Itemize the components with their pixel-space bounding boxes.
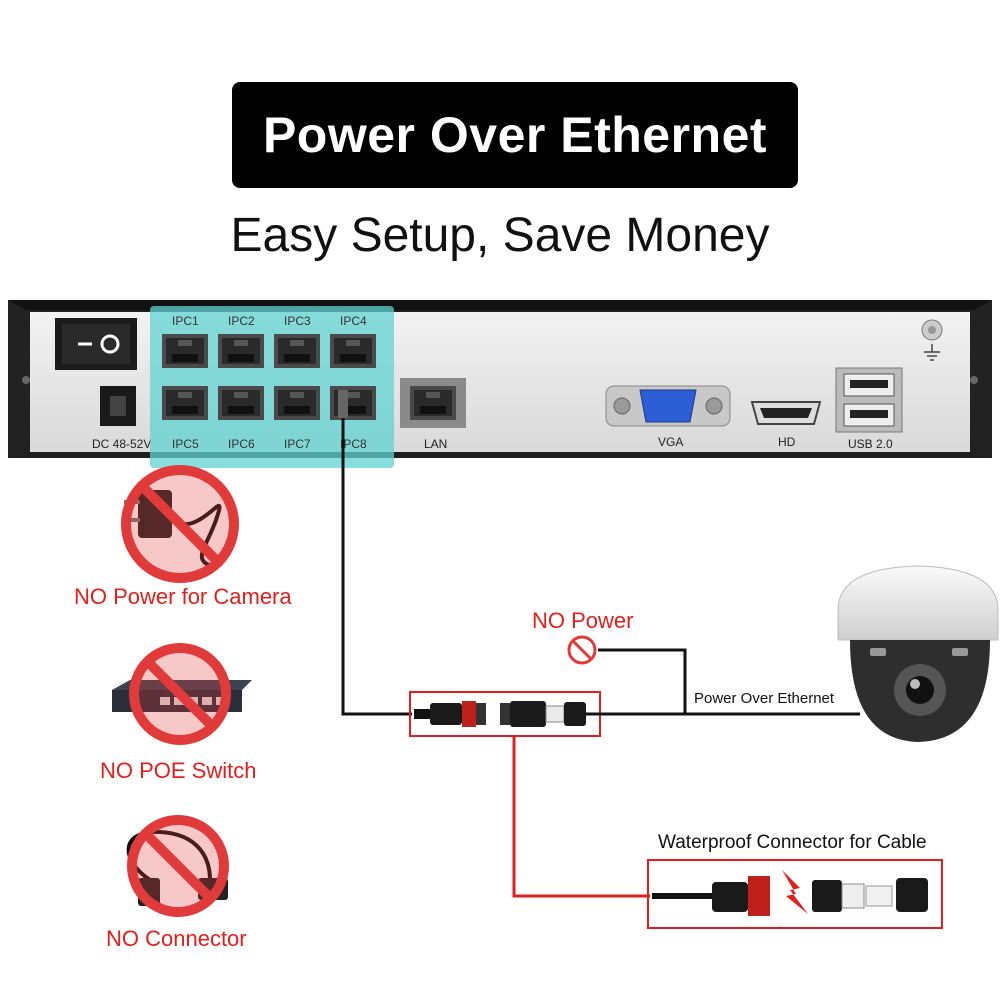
no-power-label: NO Power [532, 608, 633, 633]
page-title: Power Over Ethernet [262, 107, 768, 163]
vga-label: VGA [658, 435, 683, 449]
page-subtitle: Easy Setup, Save Money [230, 209, 770, 262]
title-banner: Power Over Ethernet [232, 82, 798, 188]
ground-screw-icon [921, 319, 943, 361]
no-connector-label: NO Connector [106, 926, 247, 951]
waterproof-highlight-box [647, 859, 943, 929]
poe-port-1[interactable] [162, 334, 208, 368]
port-label-ipc7: IPC7 [284, 437, 311, 451]
ethernet-cable [338, 390, 412, 716]
poe-port-5[interactable] [162, 386, 208, 420]
vga-port[interactable] [605, 385, 731, 427]
poe-port-8[interactable] [330, 386, 376, 420]
waterproof-connector-label: Waterproof Connector for Cable [658, 832, 927, 853]
no-poe-switch-icon [112, 643, 252, 745]
power-switch[interactable] [55, 318, 137, 370]
rj45-connector-pair-icon [414, 701, 600, 727]
dc-power-jack[interactable] [100, 386, 136, 426]
poe-port-6[interactable] [218, 386, 264, 420]
waterproof-connector-icon [652, 870, 928, 916]
port-label-ipc5: IPC5 [172, 437, 199, 451]
port-label-ipc3: IPC3 [284, 314, 311, 328]
lan-port[interactable] [400, 378, 466, 428]
camera-cable [598, 648, 687, 716]
dc-power-label: DC 48-52V [92, 437, 151, 451]
screw-icon [970, 376, 978, 384]
no-connector-icon [126, 815, 229, 917]
poe-port-4[interactable] [330, 334, 376, 368]
lan-label: LAN [424, 437, 447, 451]
callout-line [512, 736, 650, 898]
no-power-adapter-icon [121, 465, 239, 583]
poe-port-3[interactable] [274, 334, 320, 368]
port-label-ipc6: IPC6 [228, 437, 255, 451]
port-label-ipc8: IPC8 [340, 437, 367, 451]
poe-port-7[interactable] [274, 386, 320, 420]
port-label-ipc1: IPC1 [172, 314, 199, 328]
hdmi-port[interactable] [750, 401, 822, 425]
no-poe-switch-label: NO POE Switch [100, 758, 256, 783]
screw-icon [22, 376, 30, 384]
hd-label: HD [778, 435, 796, 449]
poe-link-label: Power Over Ethernet [694, 690, 835, 707]
usb-ports[interactable] [835, 367, 903, 433]
port-label-ipc4: IPC4 [340, 314, 367, 328]
dome-camera-icon [837, 565, 999, 742]
no-power-camera-label: NO Power for Camera [74, 584, 292, 609]
poe-port-2[interactable] [218, 334, 264, 368]
prohibited-icon [567, 635, 597, 665]
usb-label: USB 2.0 [848, 437, 893, 451]
port-label-ipc2: IPC2 [228, 314, 255, 328]
